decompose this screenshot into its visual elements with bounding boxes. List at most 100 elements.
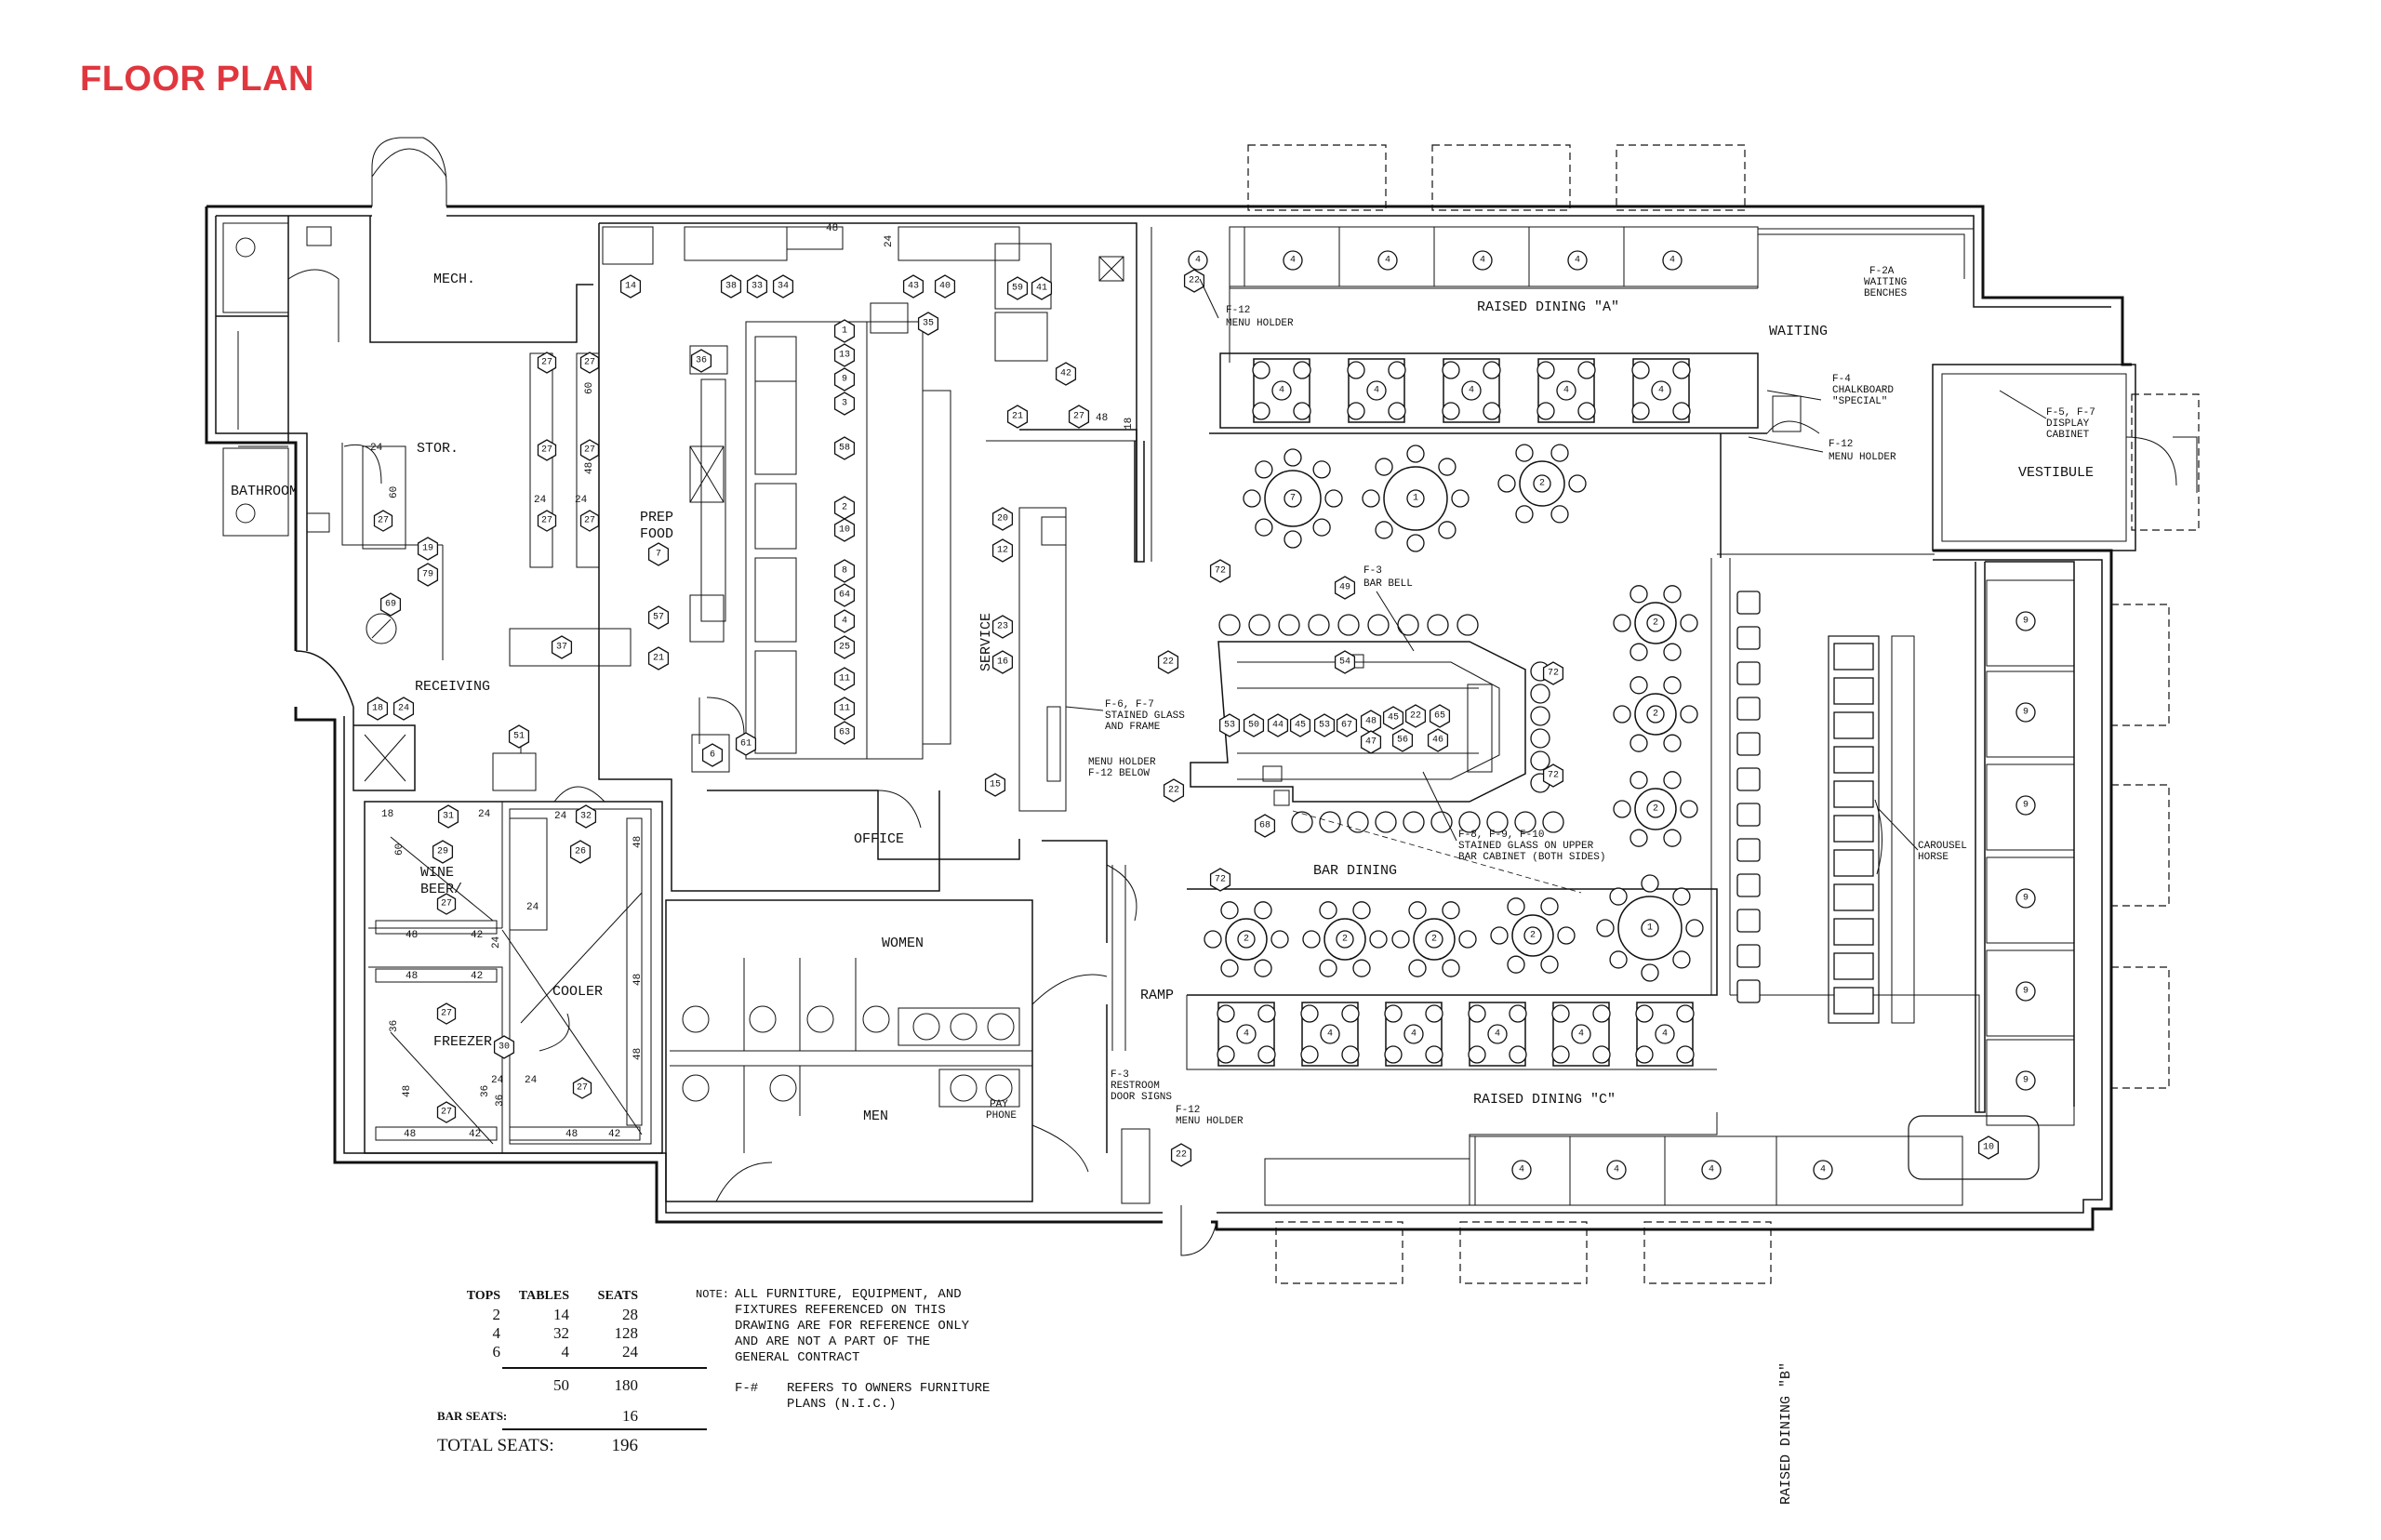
tag-number: 45 [1295,721,1306,731]
table-number: 9 [2023,617,2029,627]
tag-t34: 34 [772,274,794,299]
tag-number: 43 [908,282,919,292]
tag-number: 32 [580,812,592,822]
tag-t11b: 11 [833,697,856,721]
callout-f8-2: STAINED GLASS ON UPPER [1458,841,1594,852]
tag-t30: 30 [493,1035,515,1059]
bar-stool [1375,811,1397,833]
tag-number: 22 [1163,657,1174,668]
tag-number: 45 [1388,713,1399,724]
tag-t57: 57 [647,605,670,630]
cell-tops: 6 [492,1343,501,1361]
front-booth-table: 4 [1813,1160,1833,1180]
room-freezer: FREEZER [433,1034,492,1050]
tag-t51: 51 [508,724,530,749]
bar-counter [1190,641,1526,806]
tag-number: 1 [842,326,847,337]
tag-number: 69 [385,600,396,610]
dim-24e: 24 [478,809,491,820]
page-title: FLOOR PLAN [80,60,314,99]
tag-t36: 36 [690,349,712,373]
callout-pay-2: PHONE [986,1110,1017,1122]
tag-number: 38 [725,282,737,292]
total-value: 196 [611,1436,639,1455]
round-table: 2 [1613,676,1698,752]
table-tag: 4 [1556,380,1576,401]
tag-t19: 19 [417,537,439,561]
booth-table: 4 [1188,250,1208,271]
chair [1736,661,1761,685]
room-service: SERVICE [978,613,994,671]
table-number: 9 [2023,1076,2029,1086]
room-wine-2: BEER/ [420,882,462,897]
round-table: 2 [1302,901,1388,977]
bar-stool [1397,614,1419,636]
window-booths: 9 9 9 9 9 9 10 [1908,579,2075,1180]
tag-27: 27 [537,352,557,374]
bar-stool [1367,614,1390,636]
bar-stool [1486,811,1509,833]
room-raised-dining-a: RAISED DINING "A" [1477,299,1619,315]
dim-24i: 24 [491,1075,504,1086]
tag-t22c: 22 [1163,778,1185,803]
tag-number: 72 [1215,566,1226,577]
table-row: 4 32 128 [437,1324,707,1343]
window-booth: 9 [1986,856,2075,944]
tag-number: 8 [842,566,847,577]
cell-tops: 2 [492,1306,501,1323]
seating-summary-table: TOPS TABLES SEATS 2 14 28 4 32 128 6 4 2… [437,1287,707,1458]
tag-number: 64 [839,591,850,601]
tag-t35: 35 [917,312,939,336]
window-booth: 9 [1986,1039,2075,1126]
carousel-seat [1833,849,1874,877]
tag-t58: 58 [833,436,856,460]
f-key-text-2: PLANS (N.I.C.) [787,1397,897,1412]
tag-number: 12 [997,546,1008,556]
chair [1736,767,1761,791]
cell-tables: 4 [561,1343,570,1361]
walk-in-coolers [364,735,663,1154]
chair [1736,697,1761,721]
dim-48k: 48 [402,1085,413,1097]
table-number: 4 [1469,386,1474,396]
tag-t72c: 72 [1542,763,1564,788]
tag-t21b: 21 [647,646,670,670]
callout-f4-2: CHALKBOARD [1832,385,1894,396]
tag-number: 11 [839,704,850,714]
tag-number: 27 [584,516,595,526]
raised-dining-b-seating [1736,591,1761,1003]
callout-f12-c-2: MENU HOLDER [1176,1116,1244,1127]
tag-t4: 4 [833,609,856,633]
tag-number: 27 [1073,412,1084,422]
chair [1736,591,1761,615]
room-bathroom: BATHROOM [231,484,298,499]
window-booth: 9 [1986,763,2075,851]
tag-b56: 56 [1391,728,1414,752]
four-top-table: 4 [1631,358,1691,423]
tag-number: 4 [842,617,847,627]
callout-f5-3: CABINET [2046,430,2090,441]
table-number: 2 [1244,935,1249,945]
dim-48b: 48 [826,223,838,234]
tag-number: 11 [839,674,850,684]
table-tag: 1 [1641,919,1659,937]
f-key-row: F-# REFERS TO OWNERS FURNITURE [696,1381,1032,1397]
table-number: 4 [1279,386,1284,396]
window-booth: 9 [1986,670,2075,758]
window-booth-table: 9 [2015,795,2036,816]
dim-36b: 36 [480,1085,491,1097]
window-booth: 9 [1986,949,2075,1037]
round-table: 2 [1497,444,1587,524]
callout-f4-3: "SPECIAL" [1832,396,1887,407]
tag-t2: 2 [833,496,856,520]
corner-booth: 10 [1908,1115,2040,1180]
table-number: 9 [2023,987,2029,997]
tag-number: 47 [1365,737,1377,748]
table-number: 4 [1519,1165,1524,1175]
tag-number: 59 [1012,284,1023,294]
carousel-seat [1833,711,1874,739]
callout-f6-1: F-6, F-7 [1105,699,1154,710]
four-top-table: 4 [1442,358,1501,423]
subtotal-rule [502,1367,707,1369]
